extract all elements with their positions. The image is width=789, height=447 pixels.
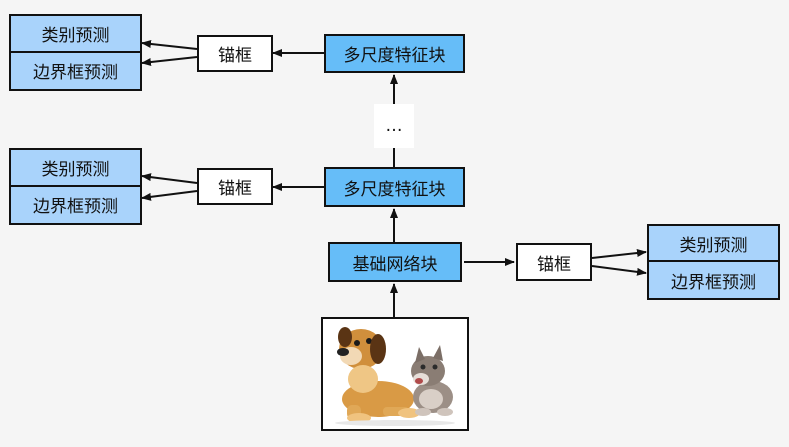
class-prediction-middle: 类别预测 [11,150,140,187]
class-prediction-top: 类别预测 [11,16,140,53]
dog-and-cat-photo-icon [323,319,467,429]
input-image [321,317,469,431]
arrow-top-anchor-to-class [141,39,198,50]
arrow-right-anchor-to-bbox [591,265,647,276]
bbox-prediction-top: 边界框预测 [11,52,140,89]
base-network-block: 基础网络块 [328,242,462,282]
anchor-box-top: 锚框 [197,35,273,72]
prediction-group-middle: 类别预测 边界框预测 [9,148,142,225]
arrow-top-anchor-to-bbox [141,56,198,67]
multiscale-block-top: 多尺度特征块 [324,34,465,73]
prediction-group-right: 类别预测 边界框预测 [647,224,780,300]
class-prediction-right: 类别预测 [649,226,778,262]
prediction-group-top: 类别预测 边界框预测 [9,14,142,91]
ellipsis-node: … [374,104,414,148]
arrow-right-anchor-to-class [591,249,647,259]
anchor-box-right: 锚框 [516,243,592,281]
anchor-box-middle: 锚框 [197,168,273,205]
bbox-prediction-middle: 边界框预测 [11,186,140,223]
multiscale-block-middle: 多尺度特征块 [324,167,465,207]
arrow-mid-anchor-to-bbox [141,190,198,201]
arrow-mid-anchor-to-class [141,173,198,184]
bbox-prediction-right: 边界框预测 [649,262,778,298]
